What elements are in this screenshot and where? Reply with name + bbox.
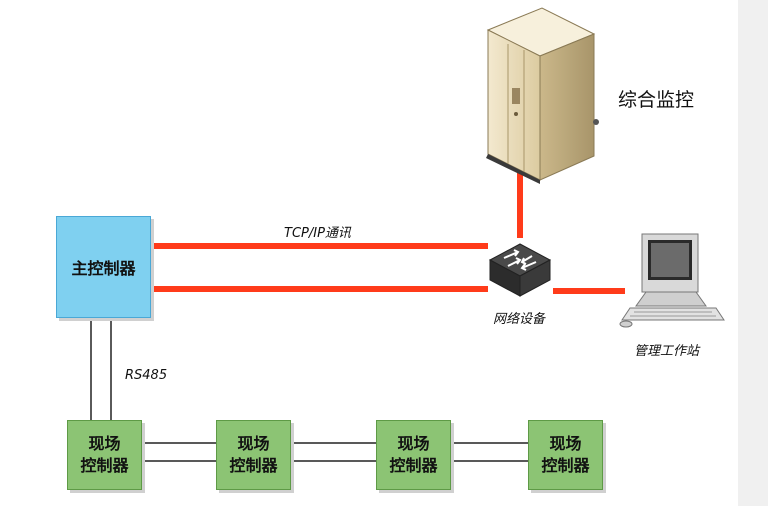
rs485-label: RS485 (125, 368, 168, 383)
main-controller-box: 主控制器 (56, 216, 151, 318)
connection-lines (90, 165, 625, 462)
tcp-label: TCP/IP通讯 (284, 226, 351, 241)
field-controller-label: 现场 控制器 (80, 434, 129, 475)
server-tower-icon (486, 7, 599, 184)
field-controller-4: 现场 控制器 (528, 420, 603, 490)
field-controller-1: 现场 控制器 (67, 420, 142, 490)
diagram-canvas: 主控制器 现场 控制器 现场 控制器 现场 控制器 现场 控制器 综合监控 TC… (0, 0, 738, 506)
field-controller-label: 现场 控制器 (229, 434, 278, 475)
network-device-label: 网络设备 (493, 312, 546, 327)
main-controller-label: 主控制器 (71, 259, 136, 278)
computer-workstation-icon (619, 233, 725, 328)
network-switch-icon (488, 243, 552, 297)
field-controller-3: 现场 控制器 (376, 420, 451, 490)
field-controller-label: 现场 控制器 (389, 434, 438, 475)
field-controller-label: 现场 控制器 (541, 434, 590, 475)
monitor-label: 综合监控 (618, 89, 695, 111)
workstation-label: 管理工作站 (634, 344, 700, 359)
field-controller-2: 现场 控制器 (216, 420, 291, 490)
